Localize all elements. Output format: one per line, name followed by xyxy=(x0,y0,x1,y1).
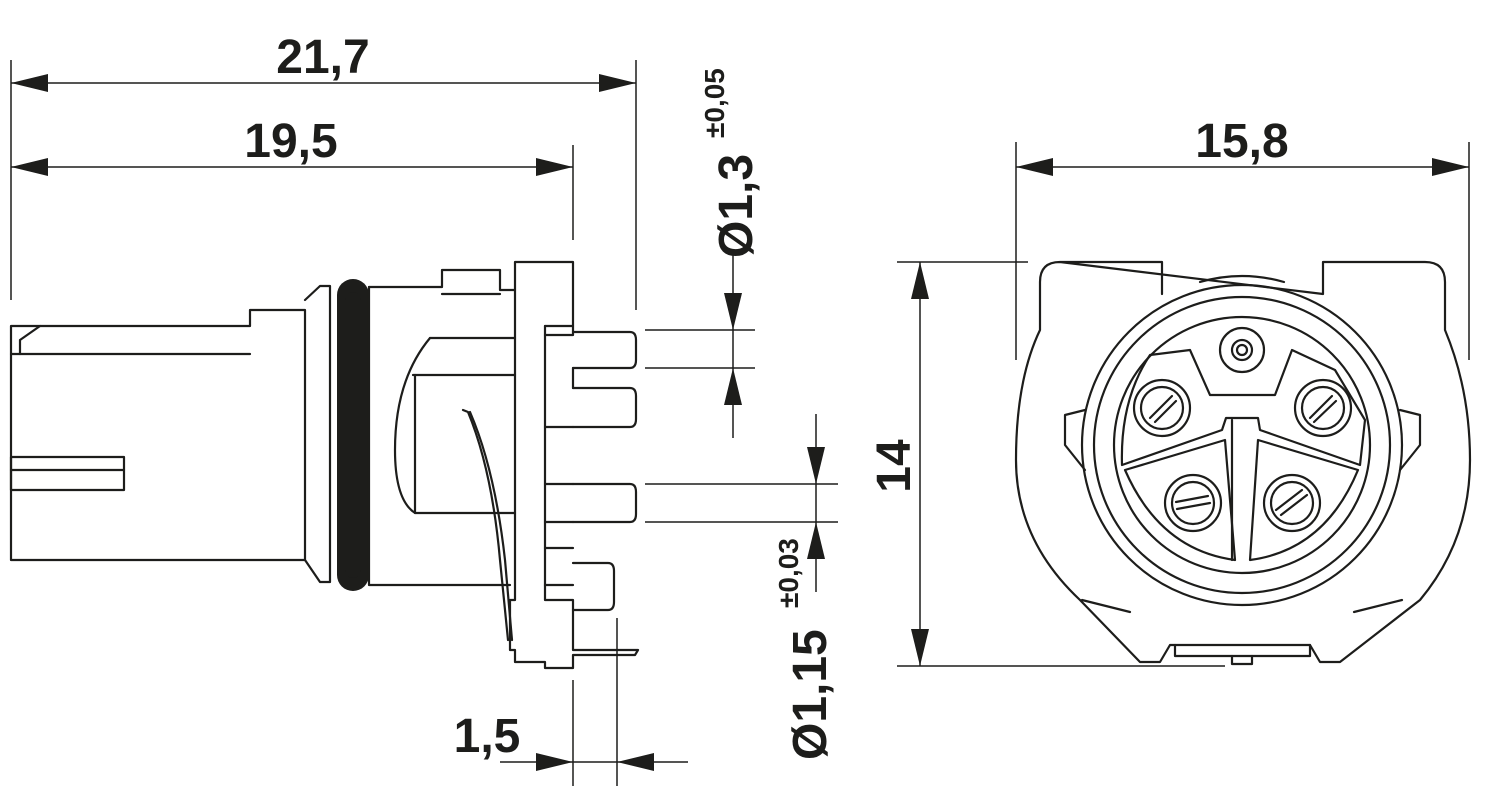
front-height-label: 14 xyxy=(868,439,921,493)
dim-pin-diameter-large: Ø1,3 ±0,05 xyxy=(645,68,763,438)
pin-dia-large-label: Ø1,3 xyxy=(710,154,763,258)
body-length-label: 19,5 xyxy=(244,115,337,168)
dim-overall-length: 21,7 xyxy=(11,31,636,92)
contact-bottom-left xyxy=(1163,473,1223,533)
front-width-label: 15,8 xyxy=(1195,115,1288,168)
dim-pin-diameter-small: Ø1,15 ±0,03 xyxy=(645,414,838,760)
dim-front-height: 14 xyxy=(868,262,929,666)
pin-dia-small-label: Ø1,15 xyxy=(784,629,837,760)
contact-top-left xyxy=(1132,378,1192,438)
pin-dia-small-tolerance: ±0,03 xyxy=(773,538,804,608)
front-view: 15,8 14 xyxy=(868,115,1472,667)
dim-pin-offset: 1,5 xyxy=(454,618,688,786)
dim-body-length: 19,5 xyxy=(11,115,573,176)
dim-front-width: 15,8 xyxy=(1016,115,1469,176)
contact-bottom-right xyxy=(1262,473,1322,533)
pin-dia-large-tolerance: ±0,05 xyxy=(699,68,730,138)
contact-top-right xyxy=(1293,378,1353,438)
overall-length-label: 21,7 xyxy=(276,31,369,84)
side-view: 21,7 19,5 xyxy=(9,31,838,786)
pin-offset-label: 1,5 xyxy=(454,710,521,763)
